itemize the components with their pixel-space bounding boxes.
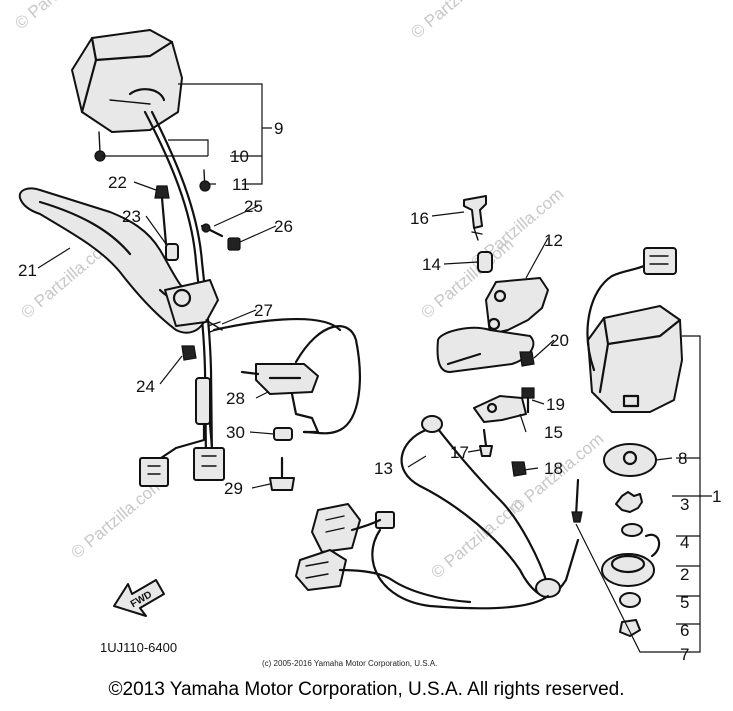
callout-21: 21: [18, 261, 37, 280]
lever-holder: [164, 279, 219, 327]
callout-29: 29: [224, 479, 243, 498]
callout-19: 19: [546, 395, 565, 414]
watermark: © Partzilla.com: [11, 0, 111, 33]
bracket-1-8: [575, 335, 712, 653]
callout-20: 20: [550, 331, 569, 350]
part-5-ring: [619, 592, 641, 608]
watermark: © Partzilla.com: [407, 0, 507, 42]
watermark: © Partzilla.com: [67, 474, 167, 562]
bolt-19: [521, 387, 535, 414]
callout-24: 24: [136, 377, 155, 396]
screw-25: [200, 223, 224, 238]
collar-23: [165, 243, 179, 261]
nut-26: [227, 237, 241, 251]
callout-26: 26: [274, 217, 293, 236]
callout-7: 7: [680, 645, 689, 664]
switch-15: [473, 395, 527, 423]
nut-24: [181, 345, 197, 361]
forward-arrow-icon: FWD: [113, 579, 165, 617]
harness-grommet: [421, 415, 443, 433]
callout-22: 22: [108, 173, 127, 192]
callout-13: 13: [374, 459, 393, 478]
callout-1: 1: [712, 487, 721, 506]
screw-29: [269, 456, 295, 491]
callout-14: 14: [422, 255, 441, 274]
harness-grommet: [535, 578, 561, 598]
callout-23: 23: [122, 207, 141, 226]
spring-14: [477, 251, 493, 273]
bracket-9-10-11: [102, 83, 272, 185]
callout-16: 16: [410, 209, 429, 228]
watermark: © Partzilla.com: [427, 494, 527, 582]
part-3-gear: [615, 491, 643, 513]
small-copyright: (c) 2005-2016 Yamaha Motor Corporation, …: [262, 659, 437, 668]
callout-17: 17: [450, 443, 469, 462]
callout-4: 4: [680, 533, 689, 552]
callout-27: 27: [254, 301, 273, 320]
callout-3: 3: [680, 495, 689, 514]
right-switch-housing: [587, 305, 683, 413]
callout-25: 25: [244, 197, 263, 216]
screw-7: [571, 478, 583, 523]
plunger-16: [463, 195, 487, 241]
callout-11: 11: [232, 175, 250, 194]
part-2-knob: [601, 553, 655, 587]
callout-28: 28: [226, 389, 245, 408]
nut-30: [273, 427, 293, 441]
part-8-disc: [603, 443, 657, 477]
callout-10: 10: [230, 147, 249, 166]
screw-10: [94, 131, 106, 162]
diagram-code: 1UJ110-6400: [100, 640, 177, 655]
left-wire: [212, 317, 342, 332]
part-4-washer: [621, 523, 661, 558]
switch-28: [240, 325, 361, 435]
part-6-nut: [619, 619, 641, 637]
leader-lines: [37, 181, 555, 489]
callout-5: 5: [680, 593, 689, 612]
left-switch-cable: [143, 110, 208, 462]
left-connector-harness: [139, 377, 225, 487]
callout-30: 30: [226, 423, 245, 442]
callout-2: 2: [680, 565, 689, 584]
screw-11: [199, 169, 211, 192]
bolt-22: [154, 185, 170, 246]
copyright-notice: ©2013 Yamaha Motor Corporation, U.S.A. A…: [108, 679, 625, 700]
right-top-connector: [643, 247, 677, 275]
screw-17: [479, 428, 493, 457]
nut-20: [519, 351, 535, 367]
left-switch-housing: [71, 29, 183, 133]
bottom-connector-harness: [295, 503, 472, 604]
right-switch-cable: [586, 262, 650, 372]
callout-9: 9: [274, 119, 283, 138]
callout-15: 15: [544, 423, 563, 442]
callout-6: 6: [680, 621, 689, 640]
callout-8: 8: [678, 449, 687, 468]
callout-12: 12: [544, 231, 563, 250]
nut-18: [511, 461, 527, 477]
callout-18: 18: [544, 459, 563, 478]
